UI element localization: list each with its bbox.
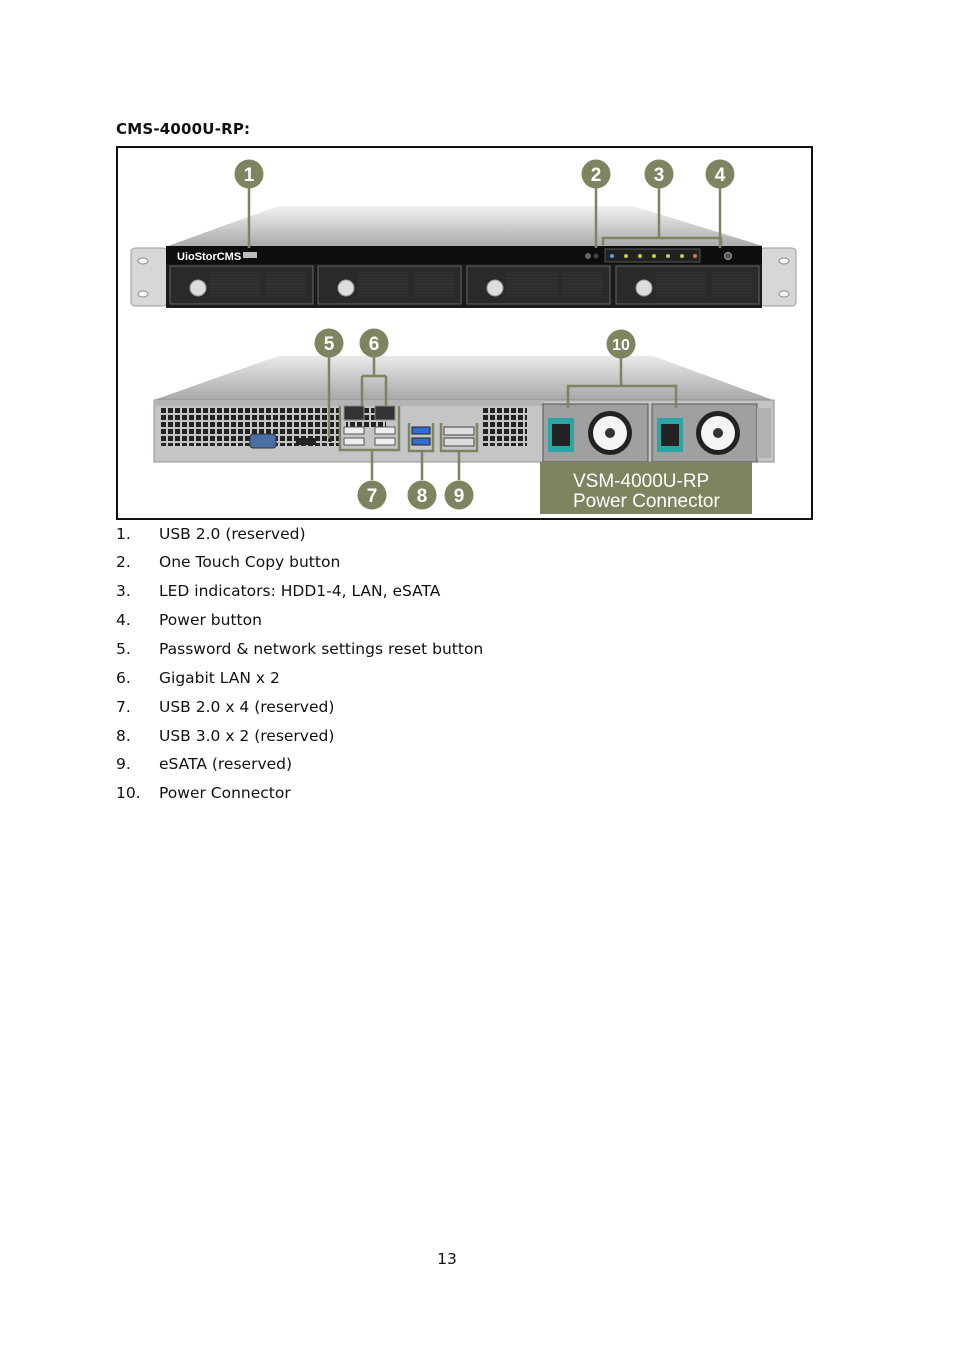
drive-tray bbox=[318, 266, 461, 304]
list-item-text: USB 2.0 x 4 (reserved) bbox=[159, 696, 334, 718]
psu-label-caption: Power Connector bbox=[573, 491, 720, 512]
svg-text:4: 4 bbox=[715, 165, 726, 186]
callout-badge-5: 5 bbox=[315, 329, 344, 358]
drive-tray bbox=[616, 266, 759, 304]
list-item-number: 10. bbox=[116, 782, 141, 804]
psu-label-model: VSM-4000U-RP bbox=[573, 471, 709, 492]
psu-label-box: VSM-4000U-RP Power Connector bbox=[540, 462, 752, 514]
callout-badge-9: 9 bbox=[445, 481, 474, 510]
drive-tray bbox=[467, 266, 610, 304]
list-item-text: Password & network settings reset button bbox=[159, 638, 483, 660]
callout-badge-6: 6 bbox=[360, 329, 389, 358]
callout-badge-3: 3 bbox=[645, 160, 674, 189]
svg-text:5: 5 bbox=[324, 334, 335, 355]
list-item-number: 8. bbox=[116, 725, 131, 747]
list-item-number: 2. bbox=[116, 551, 131, 573]
svg-text:9: 9 bbox=[454, 486, 465, 507]
list-item-text: USB 3.0 x 2 (reserved) bbox=[159, 725, 334, 747]
callout-badge-4: 4 bbox=[706, 160, 735, 189]
callout-badge-8: 8 bbox=[408, 481, 437, 510]
device-figure: UioStorCMS bbox=[116, 146, 813, 520]
list-item-number: 1. bbox=[116, 523, 131, 545]
list-item-number: 7. bbox=[116, 696, 131, 718]
svg-text:8: 8 bbox=[417, 486, 428, 507]
svg-text:1: 1 bbox=[244, 165, 255, 186]
power-supply bbox=[543, 404, 648, 462]
list-item-text: eSATA (reserved) bbox=[159, 753, 292, 775]
section-heading: CMS-4000U-RP: bbox=[116, 120, 250, 138]
page-number: 13 bbox=[0, 1250, 894, 1268]
callout-badge-2: 2 bbox=[582, 160, 611, 189]
svg-text:10: 10 bbox=[612, 337, 630, 354]
list-item-number: 6. bbox=[116, 667, 131, 689]
callout-badge-10: 10 bbox=[607, 330, 636, 359]
callout-badge-7: 7 bbox=[358, 481, 387, 510]
list-item-text: One Touch Copy button bbox=[159, 551, 340, 573]
svg-text:6: 6 bbox=[369, 334, 380, 355]
rear-unit bbox=[154, 356, 774, 462]
list-item-text: Power Connector bbox=[159, 782, 291, 804]
list-item-text: Power button bbox=[159, 609, 262, 631]
front-unit: UioStorCMS bbox=[131, 206, 796, 308]
drive-tray bbox=[170, 266, 313, 304]
list-item-number: 9. bbox=[116, 753, 131, 775]
front-brand-logo: UioStorCMS bbox=[177, 251, 241, 263]
list-item-number: 3. bbox=[116, 580, 131, 602]
list-item-number: 5. bbox=[116, 638, 131, 660]
list-item-text: Gigabit LAN x 2 bbox=[159, 667, 280, 689]
callout-badge-1: 1 bbox=[235, 160, 264, 189]
power-supply bbox=[652, 404, 757, 462]
list-item-number: 4. bbox=[116, 609, 131, 631]
list-item-text: LED indicators: HDD1-4, LAN, eSATA bbox=[159, 580, 440, 602]
list-item-text: USB 2.0 (reserved) bbox=[159, 523, 306, 545]
svg-text:7: 7 bbox=[367, 486, 378, 507]
svg-text:3: 3 bbox=[654, 165, 665, 186]
svg-text:2: 2 bbox=[591, 165, 602, 186]
